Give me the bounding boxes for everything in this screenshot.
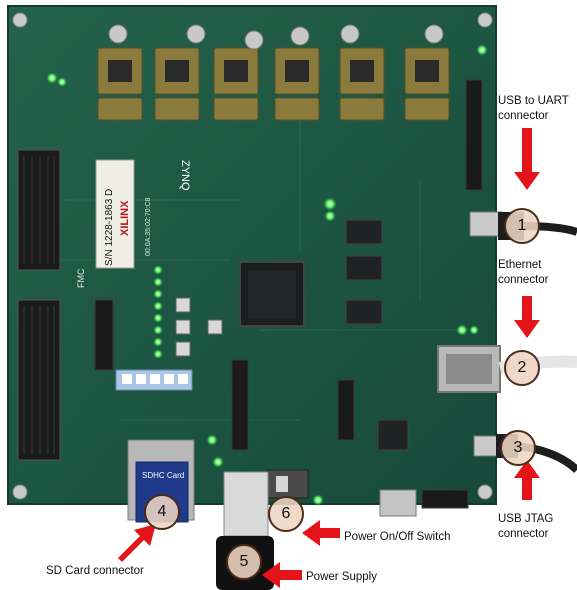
callout-label-2: Ethernet connector	[498, 259, 549, 286]
sd-card-text: SDHC Card	[142, 471, 184, 480]
arrow-5	[262, 562, 302, 588]
fmc-text: FMC	[76, 268, 86, 288]
callout-label-4: SD Card connector	[46, 565, 144, 577]
memory-chips	[345, 219, 409, 451]
callout-label-1: USB to UART connector	[498, 95, 569, 122]
dip-switches	[115, 369, 193, 391]
callout-number-5: 5	[226, 544, 262, 580]
callout-number-3: 3	[500, 430, 536, 466]
mac-address-text: 00:0A:35:02:70:C8	[145, 198, 152, 256]
callout-number-6: 6	[268, 496, 304, 532]
power-switch	[267, 469, 309, 499]
serial-label-sticker: S/N 1228-1863 D XILINX	[95, 159, 135, 269]
callout-label-6: Power On/Off Switch	[344, 531, 451, 543]
serial-label-text: S/N 1228-1863 D	[104, 189, 115, 266]
callout-label-5: Power Supply	[306, 571, 377, 583]
callout-label-3: USB JTAG connector	[498, 513, 554, 540]
zynq-soc-chip	[239, 261, 305, 327]
arrow-1	[514, 128, 540, 190]
arrow-4	[118, 524, 156, 562]
arrow-3	[514, 460, 540, 500]
video-connector	[379, 489, 417, 517]
ethernet-jack	[437, 345, 501, 393]
push-buttons	[175, 297, 223, 357]
pin-headers	[94, 79, 483, 509]
arrow-2	[514, 296, 540, 338]
zynq-chip-text: ZYNQ	[179, 160, 191, 191]
power-modules	[97, 24, 450, 121]
arrow-6	[302, 520, 340, 546]
fmc-connectors	[17, 149, 61, 461]
callout-number-1: 1	[504, 208, 540, 244]
status-leds	[46, 44, 488, 506]
callout-number-2: 2	[504, 350, 540, 386]
annotation-arrows	[118, 128, 540, 588]
xilinx-brand: XILINX	[119, 200, 131, 236]
callout-number-4: 4	[144, 494, 180, 530]
